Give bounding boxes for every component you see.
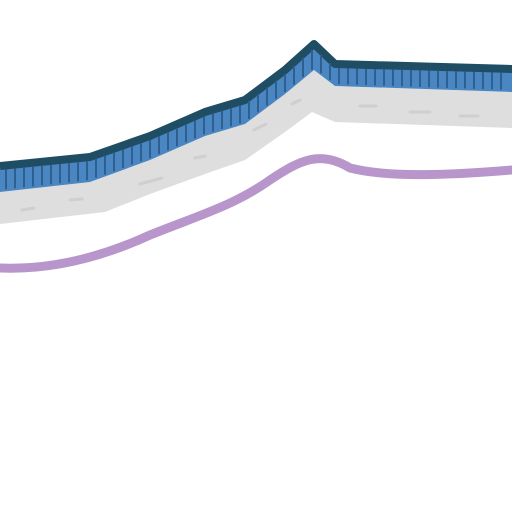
wall-ticks <box>5 49 502 190</box>
road-mark <box>138 176 164 186</box>
road-mark <box>290 98 302 106</box>
route-line <box>0 154 512 273</box>
road-markings <box>20 98 480 212</box>
road-mark <box>193 154 207 160</box>
road-band <box>0 70 512 224</box>
road-mark <box>68 197 84 202</box>
road-mark <box>20 206 36 212</box>
road-mark <box>252 122 268 132</box>
wall-top-outline <box>0 40 512 170</box>
